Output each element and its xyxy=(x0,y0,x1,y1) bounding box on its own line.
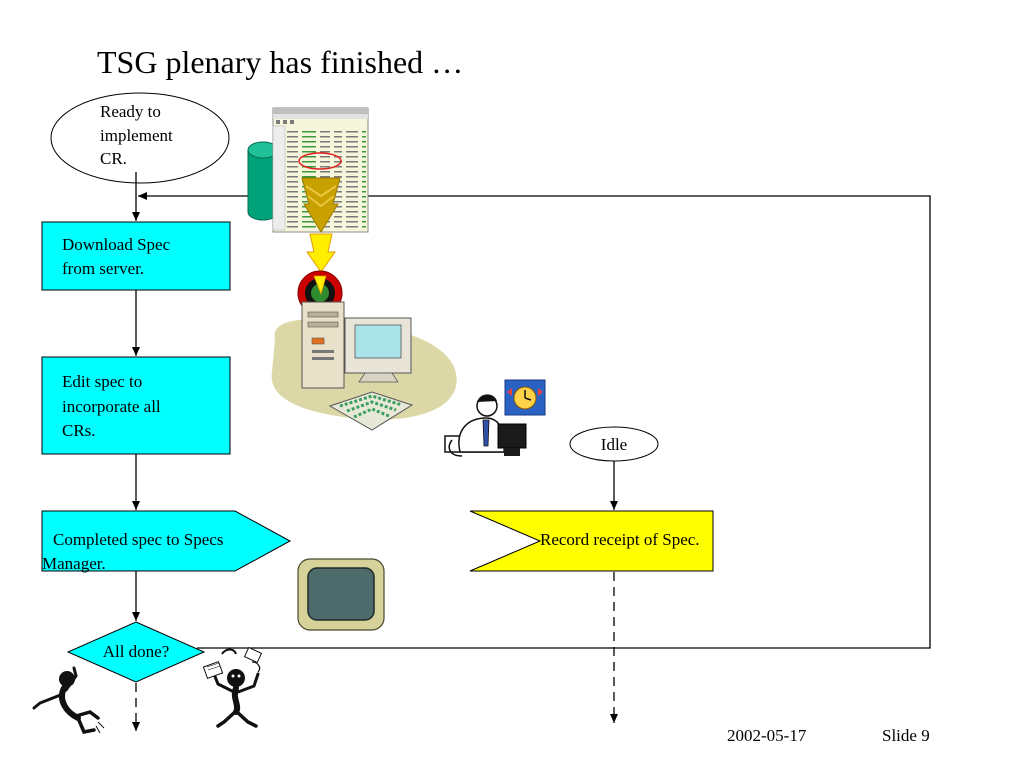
slide-title: TSG plenary has finished … xyxy=(97,44,463,80)
idle-label: Idle xyxy=(601,435,627,454)
download-spec-line-2: from server. xyxy=(62,259,144,278)
record-receipt-shape xyxy=(469,510,714,572)
download-spec-box xyxy=(41,221,231,291)
tv-monitor-icon xyxy=(297,558,385,631)
submit-spec-shape xyxy=(41,510,292,572)
slide-number: Slide 9 xyxy=(882,726,930,745)
edit-spec-line-3: CRs. xyxy=(62,421,96,440)
record-receipt-step: Record receipt of Spec. xyxy=(469,510,714,572)
start-node-line-1: Ready to xyxy=(100,102,161,121)
submit-spec-step: Completed spec to Specs Manager. xyxy=(41,510,292,573)
desktop-computer-icon xyxy=(271,301,457,431)
office-worker-icon xyxy=(444,394,527,457)
idle-node-shape xyxy=(569,426,659,462)
edit-spec-step: Edit spec to incorporate all CRs. xyxy=(41,356,231,455)
start-node: Ready to implement CR. xyxy=(50,92,230,184)
edit-spec-line-2: incorporate all xyxy=(62,397,161,416)
decision-diamond xyxy=(66,621,206,683)
submit-spec-line-2: Manager. xyxy=(42,554,106,573)
start-node-shape xyxy=(50,92,230,184)
juggling-stick-figure-icon xyxy=(202,646,263,728)
slide-date: 2002-05-17 xyxy=(727,726,807,745)
download-spec-line-1: Download Spec xyxy=(62,235,171,254)
database-icon xyxy=(247,141,279,221)
all-done-decision: All done? xyxy=(66,621,206,683)
submit-spec-line-1: Completed spec to Specs xyxy=(53,530,223,549)
start-node-line-2: implement xyxy=(100,126,173,145)
edit-spec-box xyxy=(41,356,231,455)
clock-icon xyxy=(504,379,546,416)
record-receipt-label: Record receipt of Spec. xyxy=(540,530,700,549)
start-node-line-3: CR. xyxy=(100,149,127,168)
decision-label: All done? xyxy=(103,642,170,661)
frustrated-stick-figure-icon xyxy=(32,666,105,734)
download-spec-step: Download Spec from server. xyxy=(41,221,231,291)
connector-loop-back xyxy=(138,192,931,649)
idle-node: Idle xyxy=(569,426,659,462)
edit-spec-line-1: Edit spec to xyxy=(62,372,142,391)
download-arrow-icon xyxy=(297,177,343,316)
